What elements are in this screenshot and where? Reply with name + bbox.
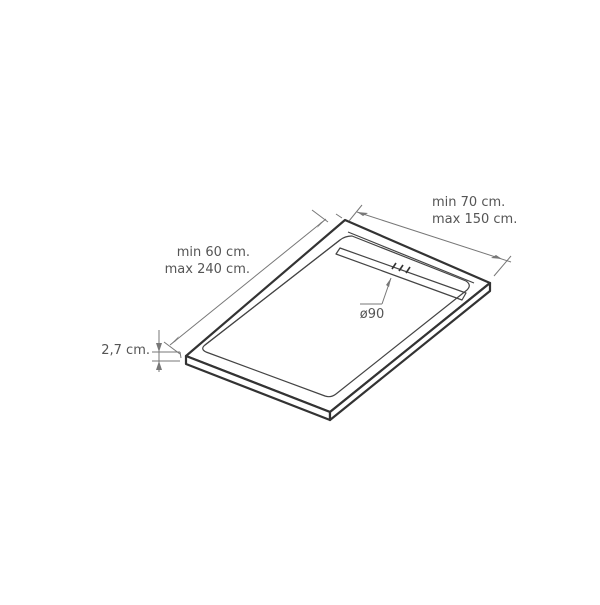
width-label-min: min 70 cm. [432,195,505,210]
drain-leader [360,277,392,305]
depth-label-max: max 240 cm. [165,262,250,277]
width-dimension [348,204,512,277]
width-label-max: max 150 cm. [432,212,517,227]
drain-label: ø90 [360,307,385,322]
depth-dimension [163,209,343,359]
thickness-label: 2,7 cm. [101,343,150,358]
thickness-dimension [152,330,180,372]
tray-inner-basin [202,235,470,398]
tray-right-side-face [328,281,492,422]
depth-label-min: min 60 cm. [177,245,250,260]
drain-grate-icon [391,262,411,274]
drain-channel [335,247,467,301]
shower-tray [184,218,492,422]
tray-inner-lip [204,231,475,346]
